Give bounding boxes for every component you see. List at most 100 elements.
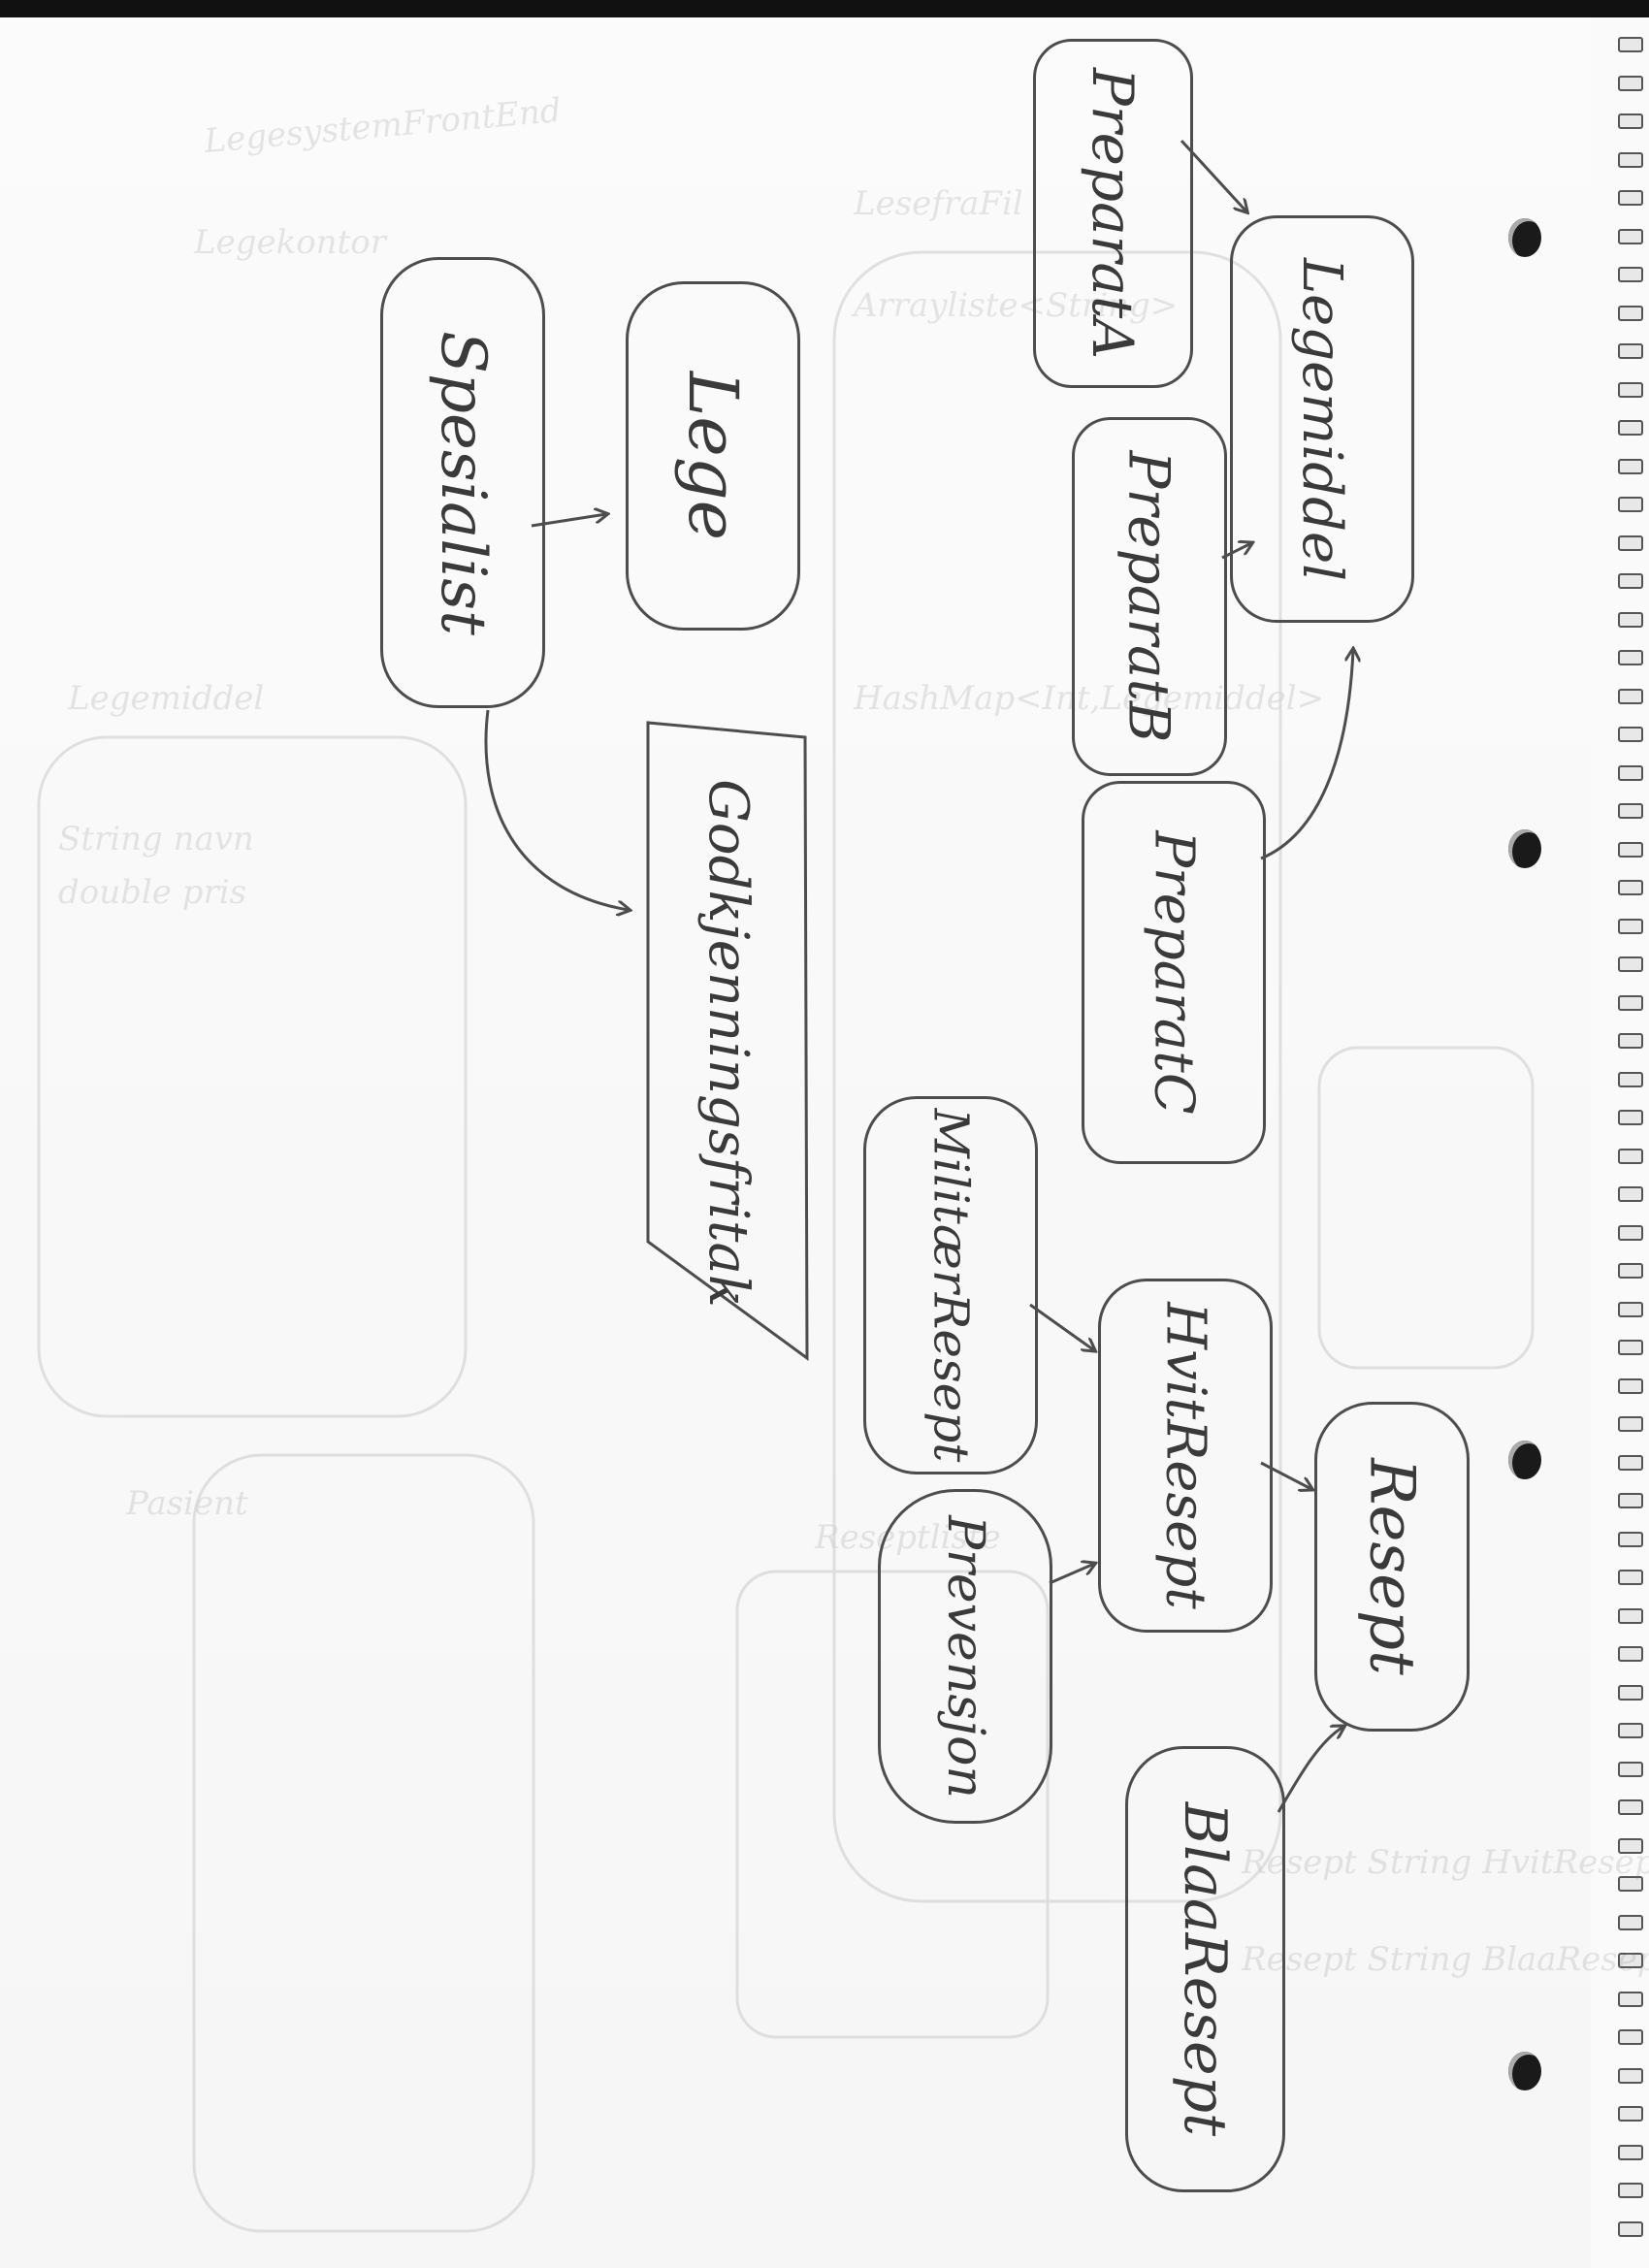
spiral-coil <box>1618 650 1643 665</box>
spiral-coil <box>1618 994 1643 1011</box>
spiral-coil <box>1618 1646 1643 1662</box>
spiral-coil <box>1618 1224 1643 1241</box>
spiral-coil <box>1618 1723 1643 1738</box>
node-legemiddel-label: Legemiddel <box>1290 257 1354 581</box>
node-godkjenningsfritak: Godkjenningsfritak <box>648 728 808 1358</box>
spiral-coil <box>1618 803 1643 819</box>
spiral-coil <box>1618 1876 1643 1892</box>
spiral-coil <box>1618 1186 1643 1202</box>
paper-sheet <box>0 17 1591 2268</box>
ghost-text-2: Legekontor <box>194 223 386 262</box>
spiral-coil <box>1618 2220 1643 2237</box>
spiral-coil <box>1618 1377 1643 1394</box>
spiral-coil <box>1618 1953 1643 1968</box>
spiral-coil <box>1618 1416 1643 1432</box>
spiral-coil <box>1618 1071 1643 1087</box>
node-blaaresept: BlaaResept <box>1125 1746 1285 2192</box>
spiral-coil <box>1618 305 1643 321</box>
punch-hole-2 <box>1508 829 1541 868</box>
spiral-coil <box>1618 1761 1643 1777</box>
ghost-text-3: LesefraFil <box>854 184 1023 223</box>
ghost-text-7: String navn <box>58 820 254 859</box>
ghost-text-11: Resept String HvitResept <box>1242 1843 1649 1882</box>
spiral-coil <box>1618 420 1643 436</box>
spiral-coil <box>1618 880 1643 895</box>
arrow-hvitresept-resept <box>1260 1461 1311 1489</box>
node-godkjenningsfritak-label: Godkjenningsfritak <box>696 778 760 1308</box>
spiral-coil <box>1618 2067 1643 2084</box>
godkjenningsfritak-shape <box>646 721 809 1361</box>
node-prevensjon-label: Prevensjon <box>936 1514 994 1798</box>
node-prevensjon: Prevensjon <box>878 1489 1052 1824</box>
spiral-coil <box>1618 1607 1643 1624</box>
spiral-coil <box>1618 37 1643 52</box>
spiral-coil <box>1618 1914 1643 1930</box>
spiral-coil <box>1618 75 1643 91</box>
spiral-coil <box>1618 1033 1643 1049</box>
arrow-spesialist-godkjenningsfritak <box>484 709 629 910</box>
punch-hole-1 <box>1508 218 1541 257</box>
node-preparata-label: PreparatA <box>1080 67 1147 360</box>
node-lege: Lege <box>626 281 800 631</box>
arrow-militaerresept-hvitresept <box>1029 1303 1094 1350</box>
spiral-coil <box>1618 841 1643 858</box>
ghost-text-12: Resept String BlaaResept <box>1242 1940 1649 1979</box>
node-spesialist: Spesialist <box>380 257 545 708</box>
spiral-coil <box>1618 151 1643 168</box>
spiral-coil <box>1618 764 1643 781</box>
arrow-preparatc-legemiddel <box>1260 650 1353 860</box>
node-legemiddel: Legemiddel <box>1230 215 1414 623</box>
spiral-coil <box>1618 688 1643 704</box>
spiral-coil <box>1618 1991 1643 2007</box>
spiral-coil <box>1618 381 1643 398</box>
spiral-coil <box>1618 1340 1643 1355</box>
spiral-coil <box>1618 343 1643 359</box>
spiral-coil <box>1618 535 1643 551</box>
scan-top-edge <box>0 0 1649 17</box>
node-hvitresept: HvitResept <box>1098 1279 1273 1633</box>
spiral-coil <box>1618 2144 1643 2160</box>
spiral-coil <box>1618 267 1643 282</box>
spiral-coil <box>1618 458 1643 474</box>
node-militaerresept: MilitærResept <box>863 1096 1038 1474</box>
spiral-coil <box>1618 1531 1643 1547</box>
spiral-coil <box>1618 918 1643 934</box>
arrow-blaaresept-resept <box>1277 1727 1343 1813</box>
ghost-text-5: HashMap<Int,Legemiddel> <box>854 679 1325 718</box>
spiral-coil <box>1618 113 1643 129</box>
spiral-coil <box>1618 611 1643 628</box>
node-preparatc: PreparatC <box>1082 781 1266 1164</box>
ghost-text-8: double pris <box>58 873 247 912</box>
spiral-coil <box>1618 2183 1643 2198</box>
spiral-coil <box>1618 573 1643 589</box>
spiral-coil <box>1618 497 1643 512</box>
ghost-text-6: Legemiddel <box>68 679 265 718</box>
ghost-shapes <box>37 250 1535 2233</box>
node-preparatb-label: PreparatB <box>1116 450 1182 743</box>
spiral-coil <box>1618 1148 1643 1164</box>
spiral-coil <box>1618 190 1643 206</box>
node-resept-label: Resept <box>1356 1458 1428 1675</box>
spiral-coil <box>1618 956 1643 972</box>
spiral-coil <box>1618 1454 1643 1471</box>
spiral-coil <box>1618 1301 1643 1317</box>
spiral-coil <box>1618 1570 1643 1585</box>
arrow-prevensjon-hvitresept <box>1049 1564 1094 1585</box>
node-resept: Resept <box>1314 1402 1470 1732</box>
punch-hole-4 <box>1508 2052 1541 2090</box>
ghost-text-4: Arrayliste<String> <box>854 286 1179 325</box>
spiral-coil <box>1618 2029 1643 2045</box>
spiral-coil <box>1618 1493 1643 1508</box>
spiral-coil <box>1618 1837 1643 1854</box>
node-blaaresept-label: BlaaResept <box>1171 1801 1240 2137</box>
ghost-text-9: Pasient <box>126 1484 248 1523</box>
spiral-coil <box>1618 1263 1643 1279</box>
node-spesialist-label: Spesialist <box>427 330 499 635</box>
node-preparatb: PreparatB <box>1072 417 1227 776</box>
node-hvitresept-label: HvitResept <box>1153 1302 1217 1609</box>
node-militaerresept-label: MilitærResept <box>922 1108 979 1463</box>
spiral-coil <box>1618 727 1643 742</box>
spiral-coil <box>1618 2106 1643 2122</box>
punch-hole-3 <box>1508 1441 1541 1479</box>
